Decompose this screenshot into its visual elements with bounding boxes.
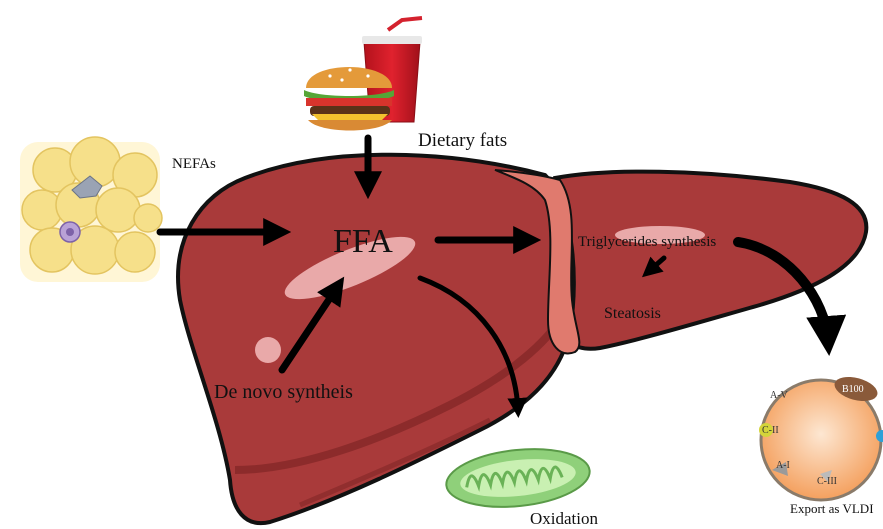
apo-b100-label: B100 <box>842 384 864 395</box>
apo-c3-label: C-III <box>817 476 837 487</box>
adipose-tissue-icon <box>20 137 162 282</box>
label-ffa: FFA <box>333 223 393 260</box>
label-de-novo-synthesis: De novo syntheis <box>214 381 353 403</box>
label-export-vldl: Export as VLDI <box>790 501 874 516</box>
apo-c2-label: C-II <box>762 425 779 436</box>
label-nefas: NEFAs <box>172 156 216 172</box>
mitochondria-icon <box>443 443 592 514</box>
label-steatosis: Steatosis <box>604 305 661 322</box>
apo-a5-label: A-V <box>770 390 789 401</box>
burger-icon <box>304 67 394 131</box>
apo-a1-label: A-I <box>776 460 790 471</box>
label-oxidation: Oxidation <box>530 509 598 528</box>
label-triglycerides-synthesis: Triglycerides synthesis <box>578 234 716 250</box>
label-dietary-fats: Dietary fats <box>418 130 507 151</box>
